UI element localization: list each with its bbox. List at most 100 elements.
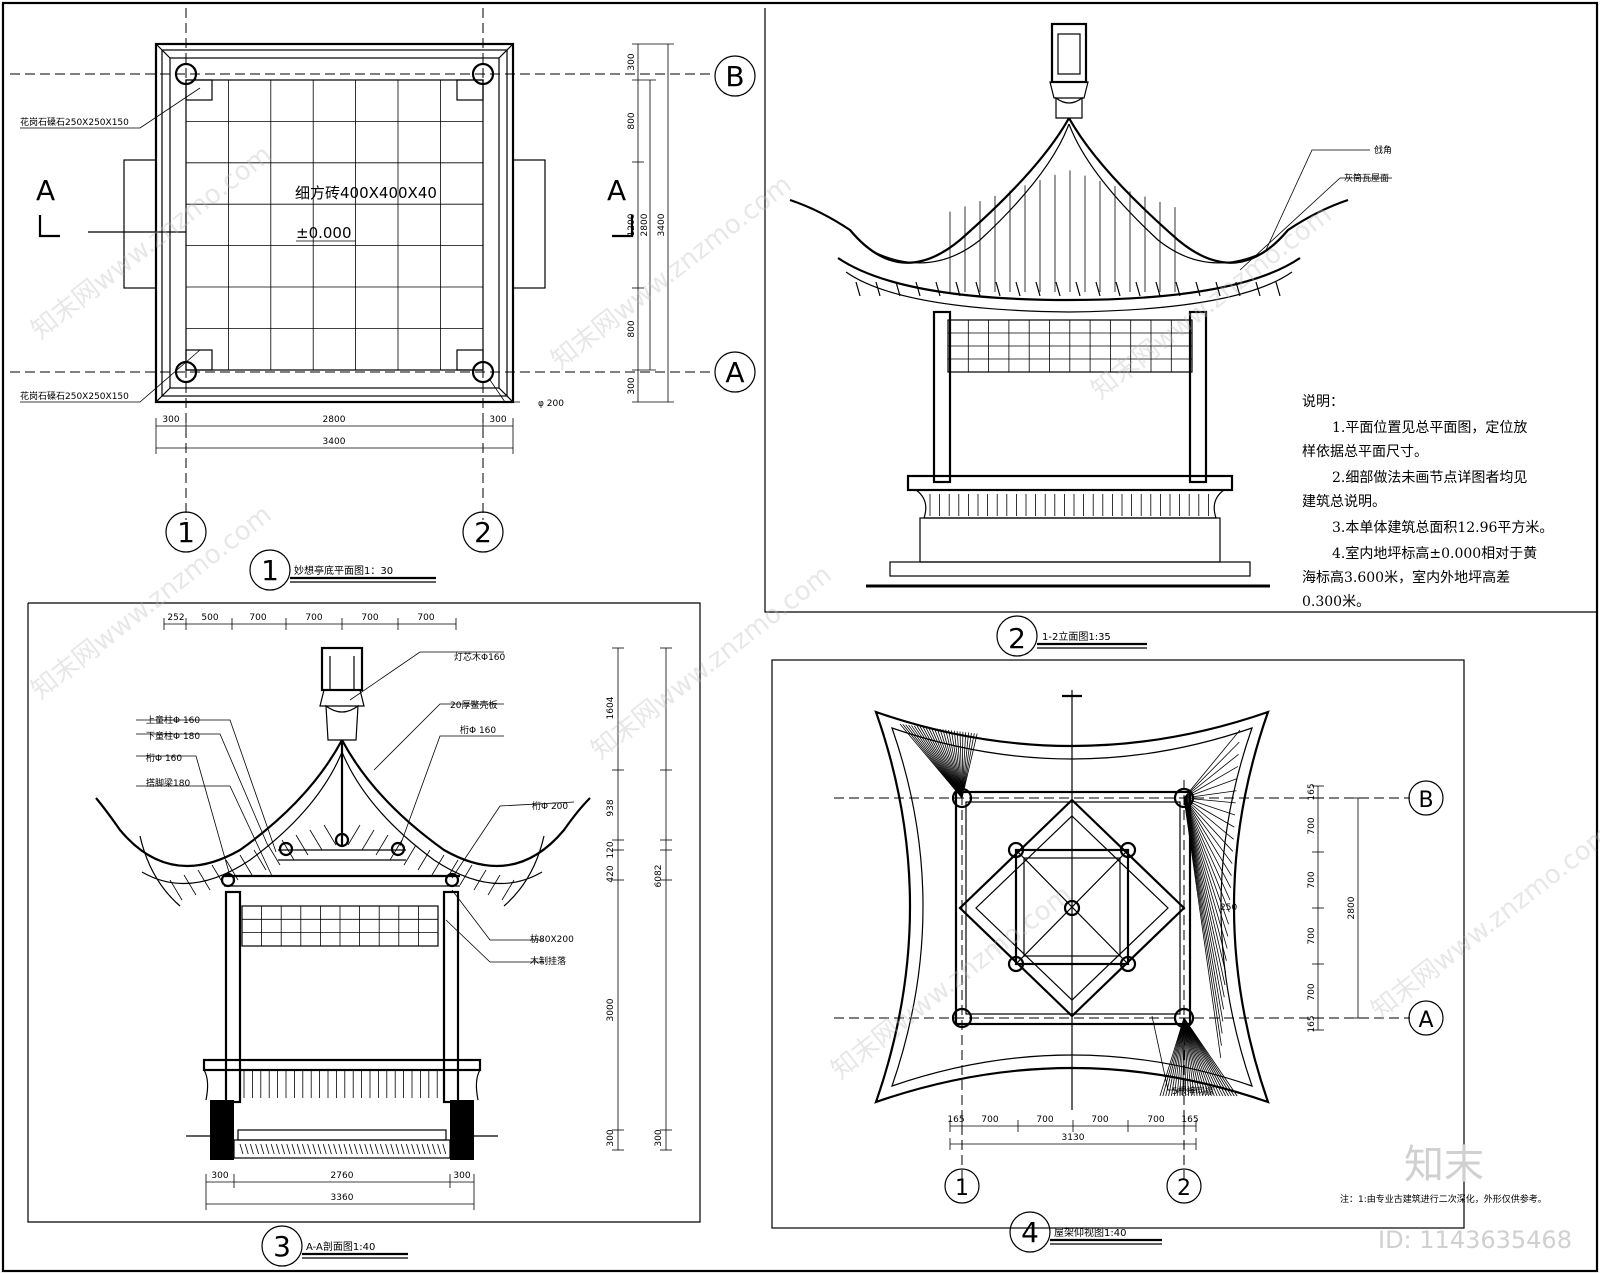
drawing-line [895,281,901,297]
drawing-line [253,849,267,871]
plan-axis-b: B [725,60,744,93]
drawing-line [1173,1017,1185,1097]
plan-section-mark-left: A [36,174,55,207]
drawing-line [1183,1017,1232,1097]
drawing-line [183,874,197,896]
drawing-line [1275,281,1281,297]
drawing-line [961,732,969,799]
drawing-line [933,728,963,799]
drawing-line [955,281,961,297]
drawing-line [1183,741,1240,799]
drawing-line [1015,281,1021,297]
drawing-line [1215,281,1221,297]
drawing-line [928,727,963,799]
drawing-line [317,1143,322,1155]
drawing-line [945,729,963,799]
sec-label-lower-post: 下童柱Φ 180 [146,730,200,742]
drawing-line [1235,281,1241,297]
drawing-line [925,727,963,799]
drawing-line [1183,1017,1221,1097]
sec-dim-top-1: 500 [201,613,218,623]
drawing-line [309,829,323,851]
roof-dim-right-4: 700 [1307,983,1317,1000]
drawing-line [956,731,963,799]
drawing-line [1183,797,1229,925]
elev-title-number: 2 [1008,622,1026,655]
drawing-line [403,844,417,866]
drawing-line [1183,797,1229,937]
plan-stone-top-label: 花岗石磉石250X250X150 [20,116,129,128]
drawing-line [400,1143,405,1155]
sec-label-fang: 枋80X200 [530,933,574,945]
drawing-line [406,1143,410,1155]
roof-dim-bottom-5: 165 [1181,1115,1198,1125]
sec-dim-right-total: 6082 [654,865,664,888]
sec-label-purlin-left: 桁Φ 160 [146,752,182,764]
roof-dim-right-3: 700 [1307,927,1317,944]
drawing-line [961,732,967,799]
sec-dim-right-3: 420 [606,865,616,882]
roof-dim-bottom-2: 700 [1036,1115,1053,1125]
plan-column-dia: φ 200 [538,399,564,409]
drawing-line [437,1143,441,1155]
drawing-line [1183,1017,1187,1097]
drawing-line [1195,281,1201,297]
plan-section-mark-right: A [607,174,626,207]
section-view [95,618,672,1267]
drawing-line [1183,1017,1215,1097]
drawing-line [501,879,515,901]
drawing-line [942,729,963,799]
drawing-line [421,1143,426,1155]
drawing-line [359,1143,363,1155]
drawing-line [442,1143,447,1155]
sec-dim-top-2: 700 [249,613,266,623]
drawing-line [487,874,501,896]
drawing-line [1183,1017,1201,1097]
drawing-line [197,869,211,891]
sec-label-lamp-core: 灯芯木Φ160 [454,651,506,663]
drawing-line [302,1143,306,1155]
drawing-line [375,834,389,856]
roof-axis-2: 2 [1177,1176,1191,1201]
drawing-line [281,1143,285,1155]
watermark: 知末网www.znzmo.com [26,140,278,346]
drawing-line [169,879,183,901]
sec-label-board: 20厚鳖壳板 [450,699,497,711]
id-label: ID: 1143635468 [1378,1226,1572,1254]
sec-dim-right-4: 3000 [606,998,616,1021]
drawing-line [1179,1017,1185,1097]
plan-stone-bottom-label: 花岗石磉石250X250X150 [20,390,129,402]
drawing-line [354,1143,358,1155]
roof-axis-a: A [1418,1008,1433,1033]
elevation-frame [764,8,1597,613]
drawing-line [1183,1017,1218,1097]
drawing-line [1183,1017,1198,1097]
drawing-line [347,824,361,846]
drawing-line [1183,1017,1192,1097]
drawing-line [1176,1017,1185,1097]
drawing-line [361,829,375,851]
sec-dim-top-0: 252 [167,613,184,623]
column-circle [471,62,495,86]
drawing-line [1175,281,1181,297]
drawing-line [1155,281,1161,297]
drawing-line [1183,797,1231,901]
drawing-line [307,1143,311,1155]
drawing-line [915,281,921,297]
drawing-line [1183,797,1234,852]
drawing-line [291,1143,296,1155]
roof-dim-right-total: 2800 [1347,896,1357,919]
drawing-line [961,733,978,799]
watermark: 知末网www.znzmo.com [826,880,1078,1086]
plan-dim-bottom-0: 300 [162,415,179,425]
column-circle [174,62,198,86]
drawing-line [239,854,253,876]
drawing-line [333,1143,337,1155]
drawing-line [312,1143,317,1155]
plan-dim-bottom-1: 2800 [323,415,346,425]
plan-dim-right-1: 800 [627,112,637,129]
drawing-line [295,834,309,856]
drawing-line [296,1143,301,1155]
drawing-line [323,824,337,846]
